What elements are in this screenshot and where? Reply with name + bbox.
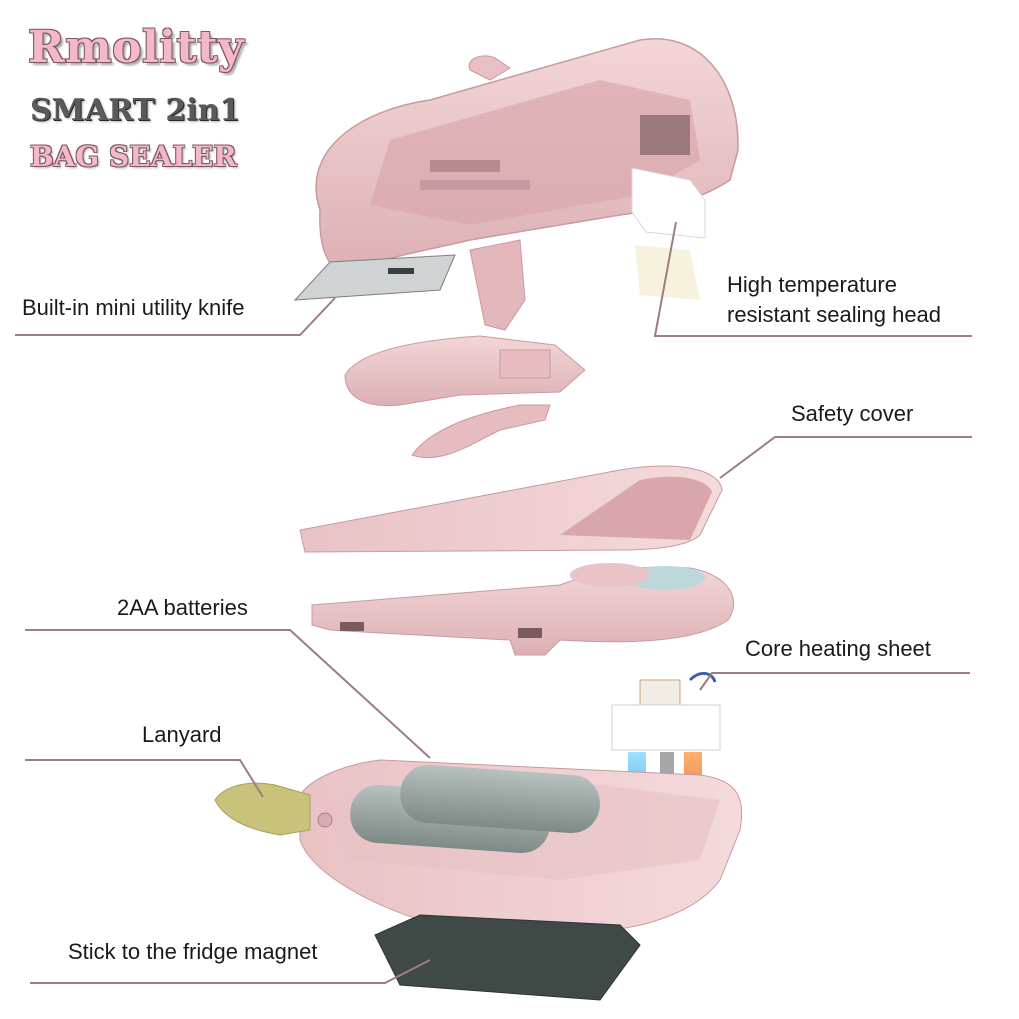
label-sealing-head-line2: resistant sealing head <box>727 302 942 327</box>
leader-core-heating <box>699 672 970 691</box>
lanyard-strap <box>214 782 311 836</box>
brand-subtitle: SMART 2in1 <box>30 93 241 128</box>
label-safety-cover: Safety cover <box>791 401 914 426</box>
top-housing <box>315 38 739 331</box>
safety-cover <box>299 465 723 553</box>
label-core-heating: Core heating sheet <box>745 636 931 661</box>
label-batteries: 2AA batteries <box>117 595 248 620</box>
battery-2 <box>400 764 600 834</box>
leader-batteries <box>25 629 431 759</box>
label-sealing-head-line1: High temperature <box>727 272 897 297</box>
label-lanyard: Lanyard <box>142 722 222 747</box>
leader-lines <box>15 221 972 984</box>
brand-title: Rmolitty <box>28 22 245 73</box>
sealing-head <box>631 167 706 300</box>
leader-magnet <box>30 959 431 984</box>
leader-safety-cover <box>719 436 972 479</box>
base-housing <box>299 759 743 933</box>
leader-lanyard <box>25 759 264 798</box>
leader-sealing-head <box>653 221 972 337</box>
utility-knife-blade <box>293 254 456 301</box>
clip-piece <box>344 335 586 459</box>
label-fridge-magnet: Stick to the fridge magnet <box>68 939 318 964</box>
brand-product-name: BAG SEALER <box>30 140 237 173</box>
leader-knife <box>15 297 336 336</box>
base-top-plate <box>311 563 735 656</box>
label-utility-knife: Built-in mini utility knife <box>22 295 245 320</box>
fridge-magnet-plate <box>374 914 641 1001</box>
